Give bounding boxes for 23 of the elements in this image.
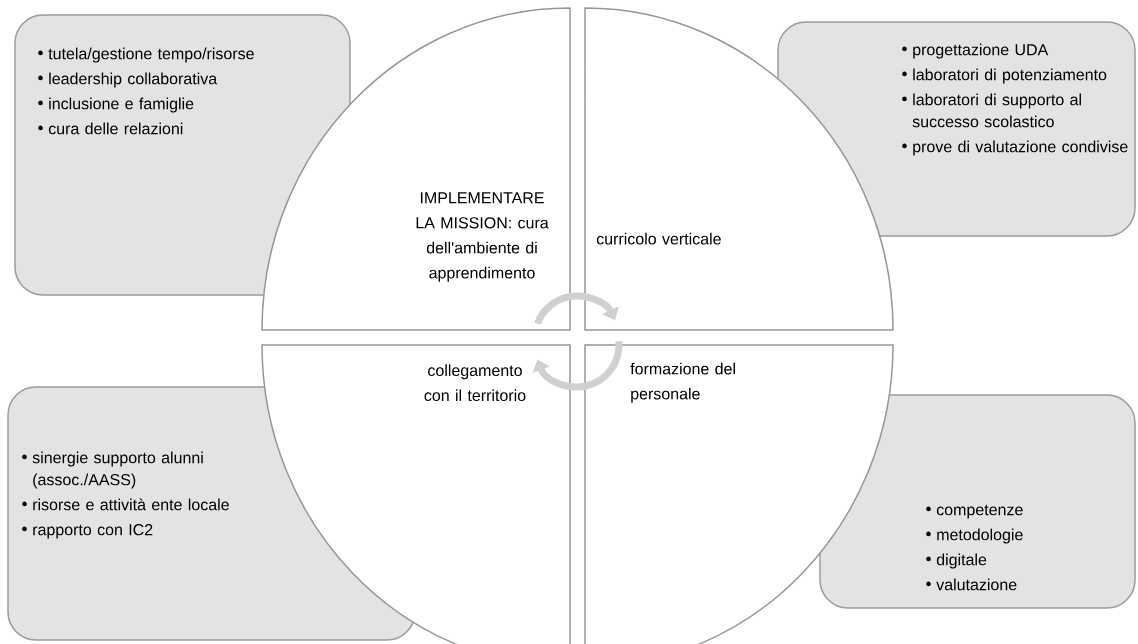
quadrant-label: collegamento con il territorio [424,364,526,402]
list-item: digitale [926,553,987,569]
list-item: inclusione e famiglie [38,97,194,113]
list-item: cura delle relazioni [38,122,183,135]
list-item: rapporto con IC2 [22,524,153,539]
cycle-arrow [534,292,619,325]
list-item: prove di valutazione condivise [902,140,1128,156]
list-item: metodologie [926,528,1023,544]
quadrant-label: curricolo verticale [596,232,721,245]
list-item: progettazione UDA [902,43,1049,59]
list-item: valutazione [926,578,1017,591]
quadrant [261,7,571,331]
quadrant [261,344,571,644]
quadrant-label: formazione del personale [630,362,735,403]
quadrant [584,344,894,644]
list-item: laboratori di potenziamento [902,68,1107,84]
list-item: risorse e attività ente locale [22,498,229,511]
list-item: competenze [926,504,1023,519]
quadrant [584,7,894,331]
list-item: leadership collaborativa [38,72,218,88]
quadrant-label: IMPLEMENTARE LA MISSION: cura dell'ambiente di apprendimento [416,192,549,282]
list-item: tutela/gestione tempo/risorse [38,47,254,63]
list-item: sinergie supporto alunni (assoc./AASS) [22,451,203,489]
